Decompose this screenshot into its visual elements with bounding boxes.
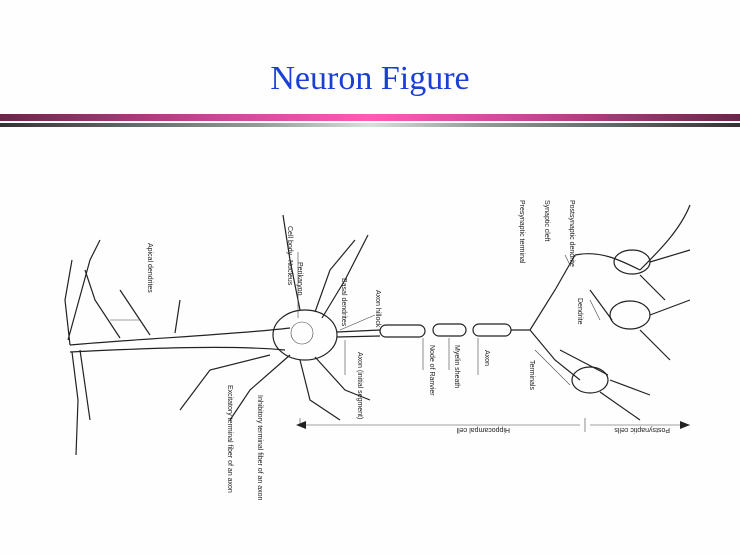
- label-dendrite: Dendrite: [576, 298, 583, 325]
- label-basal-dendrites: Basal dendrites: [340, 278, 347, 327]
- grey-divider: [0, 123, 740, 127]
- label-axon-hillock: Axon hillock: [374, 290, 381, 328]
- label-node-of-ranvier: Node of Ranvier: [428, 345, 435, 396]
- label-presynaptic-terminal: Presynaptic terminal: [518, 200, 525, 264]
- label-inhibitory-fiber: Inhibitory terminal fiber of an axon: [256, 395, 263, 501]
- label-axon: Axon: [483, 350, 490, 366]
- label-excitatory-fiber: Excitatory terminal fiber of an axon: [226, 385, 233, 493]
- label-myelin-sheath: Myelin sheath: [453, 345, 460, 388]
- label-synaptic-cleft: Synaptic cleft: [543, 200, 550, 242]
- label-hippocampal-cell: Hippocampal cell: [456, 426, 510, 433]
- label-perikaryon: Perikaryon: [296, 262, 303, 296]
- label-postsynaptic-cells: Postsynaptic cells: [614, 426, 670, 433]
- slide-title: Neuron Figure: [270, 60, 470, 97]
- nucleus-shape: [290, 321, 314, 345]
- label-cell-body: Cell body: [286, 226, 293, 256]
- label-postsynaptic-dendrite: Postsynaptic dendrite: [568, 200, 575, 267]
- label-apical-dendrites: Apical dendrites: [146, 243, 153, 293]
- label-nucleus: Nucleus: [286, 260, 293, 286]
- label-axon-initial-segment: Axon (initial segment): [356, 352, 363, 419]
- pink-divider: [0, 114, 740, 121]
- label-terminals: Terminals: [528, 360, 535, 390]
- neuron-drawing: [64, 204, 691, 456]
